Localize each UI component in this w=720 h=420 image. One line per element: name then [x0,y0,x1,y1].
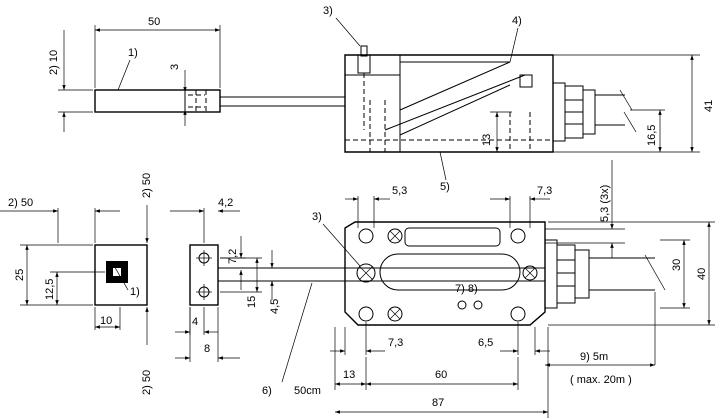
dim-7-3-bottom: 7,3 [388,337,403,349]
dim-60: 60 [435,369,447,381]
callout-1-top: 1) [128,47,138,59]
callout-3-top: 3) [323,5,333,17]
dim-10-left: 2) 10 [48,50,60,75]
dim-4-5: 4,5 [269,299,281,314]
dim-4: 4 [192,316,198,328]
dim-15: 15 [246,296,258,308]
dim-5-3-top: 5,3 [392,185,407,197]
switch-side-view [344,45,637,153]
dim-40: 40 [696,268,708,280]
sensor-side-view [189,244,345,306]
dim-6-5: 6,5 [478,337,493,349]
dim-7-3-top: 7,3 [537,185,552,197]
dim-30: 30 [671,259,683,271]
dim-13-vert: 13 [481,134,493,146]
callout-1-front: 1) [130,286,140,298]
sensor-top-view [94,89,345,113]
cable-length-max: ( max. 20m ) [570,374,632,386]
dim-50-left: 2) 50 [8,197,33,209]
dim-4-2: 4,2 [218,197,233,209]
len-50cm: 50cm [294,385,321,397]
dim-5-3-3x: 5,3 (3x) [599,185,611,222]
dim-41: 41 [703,100,715,112]
dim-10-bottom: 10 [100,315,112,327]
dim-87: 87 [432,397,444,409]
callout-3-mid: 3) [312,211,322,223]
dim-13-bottom: 13 [343,369,355,381]
dim-7-2: 7,2 [227,249,239,264]
callout-6: 6) [262,385,272,397]
dim-8: 8 [204,343,210,355]
dim-16-5: 16,5 [646,125,658,146]
callout-4: 4) [512,15,522,27]
dim-50-top: 50 [148,16,160,28]
dim-12-5: 12,5 [44,279,56,300]
dim-3: 3 [169,64,181,70]
callout-5: 5) [440,181,450,193]
sensor-front-view [94,244,148,306]
dim-50-vert-top: 2) 50 [141,173,153,198]
dim-25: 25 [14,269,26,281]
dim-50-vert-bottom: 2) 50 [141,370,153,395]
cable-length: 9) 5m [580,351,608,363]
callout-7-8: 7) 8) [455,283,478,295]
switch-front-view [344,221,666,326]
